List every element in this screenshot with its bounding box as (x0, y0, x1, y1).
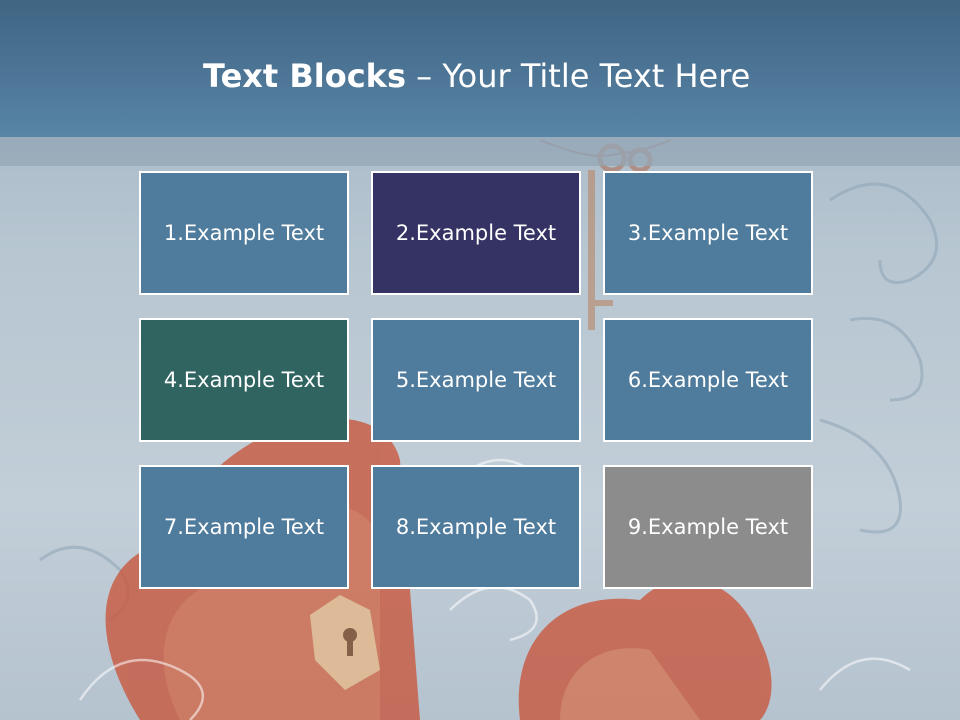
text-block-label: 4.Example Text (163, 368, 325, 392)
text-block-5[interactable]: 5.Example Text (371, 318, 581, 442)
text-block-label: 2.Example Text (395, 221, 557, 245)
title-rest-part: Your Title Text Here (442, 57, 751, 95)
text-block-3[interactable]: 3.Example Text (603, 171, 813, 295)
title-bar (0, 0, 960, 137)
text-block-label: 7.Example Text (163, 515, 325, 539)
text-block-7[interactable]: 7.Example Text (139, 465, 349, 589)
text-block-1[interactable]: 1.Example Text (139, 171, 349, 295)
text-block-label: 3.Example Text (627, 221, 789, 245)
text-block-label: 1.Example Text (163, 221, 325, 245)
title-separator: – (406, 57, 443, 95)
text-block-label: 5.Example Text (395, 368, 557, 392)
text-block-label: 8.Example Text (395, 515, 557, 539)
heart-icon (518, 579, 772, 720)
text-block-6[interactable]: 6.Example Text (603, 318, 813, 442)
text-block-9[interactable]: 9.Example Text (603, 465, 813, 589)
title-bold-part: Text Blocks (203, 57, 406, 95)
text-block-8[interactable]: 8.Example Text (371, 465, 581, 589)
text-block-2[interactable]: 2.Example Text (371, 171, 581, 295)
text-block-label: 6.Example Text (627, 368, 789, 392)
title-underbar (0, 137, 960, 166)
text-block-label: 9.Example Text (627, 515, 789, 539)
text-block-4[interactable]: 4.Example Text (139, 318, 349, 442)
slide-title: Text Blocks – Your Title Text Here (203, 54, 750, 98)
keyhole-icon (310, 595, 380, 690)
